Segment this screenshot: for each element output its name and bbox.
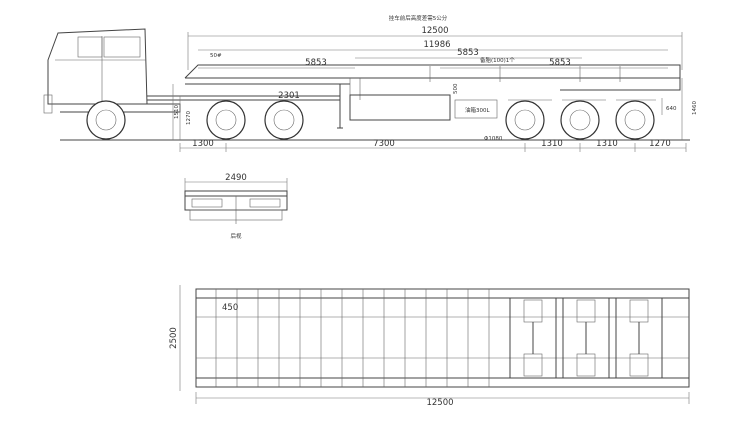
wheel-front: [86, 100, 126, 140]
wheel-trailer-1: [505, 100, 545, 140]
dim-front-overhang: 1300: [192, 139, 214, 149]
wheel-drive-1: [206, 100, 246, 140]
wheel-drive-2: [264, 100, 304, 140]
wheels: Φ1080: [60, 99, 690, 142]
rear-caption: 后视: [230, 232, 242, 240]
label-kingpin: 50#: [210, 53, 222, 59]
top-view: 2500 12500 450: [169, 285, 690, 408]
dim-wheelbase: 7300: [373, 139, 395, 149]
dim-kingpin-offset: 5853: [305, 58, 327, 68]
bottom-dimensions: 1300 7300 1310 1310 1270: [179, 139, 687, 152]
crossbeams: [215, 289, 490, 387]
label-fuel-tank: 油箱300L: [465, 106, 490, 114]
dim-rear-overhang: 1270: [649, 139, 671, 149]
rear-width: 2490: [225, 173, 247, 183]
top-dimensions: 12500 11986 5853 5853 5853 50# 备胎(100)1个: [187, 26, 683, 70]
title-note: 挂车前后高度差需5公分: [389, 14, 448, 22]
dim-axle-spacing-1: 1310: [541, 139, 563, 149]
dim-front-height: 1510: [174, 105, 180, 119]
wheel-trailer-3: [615, 100, 655, 140]
top-width: 2500: [169, 327, 179, 349]
dim-pin-height: 500: [453, 83, 459, 94]
right-dimensions: 1460 640: [661, 78, 698, 140]
dim-overall-length: 12500: [421, 26, 448, 36]
side-view: 挂车前后高度差需5公分 12500 11986 5853 5853 5853 5…: [43, 14, 698, 152]
left-dimensions: 1510 1270: [172, 84, 192, 140]
wheel-trailer-2: [560, 100, 600, 140]
dim-right-span: 5853: [549, 58, 571, 68]
dim-axle-spacing-2: 1310: [596, 139, 618, 149]
dim-tractor-span: 2301: [278, 91, 300, 101]
label-spare-tire: 备胎(100)1个: [480, 56, 515, 64]
top-length: 12500: [426, 398, 453, 408]
axle-assemblies: [509, 297, 663, 379]
crossbeam-gap: 450: [222, 303, 238, 313]
dim-mid-length: 5853: [457, 48, 479, 58]
dim-deck-height: 1460: [692, 101, 698, 115]
dim-inner-length: 11986: [423, 40, 450, 50]
label-wheel-diameter: Φ1080: [484, 136, 503, 142]
trailer-frame: 油箱300L 500 2301: [184, 64, 681, 129]
dim-fifth-wheel-height: 1270: [186, 111, 192, 125]
dim-frame-height: 640: [666, 106, 677, 112]
rear-view: 2490 后视: [184, 173, 288, 240]
